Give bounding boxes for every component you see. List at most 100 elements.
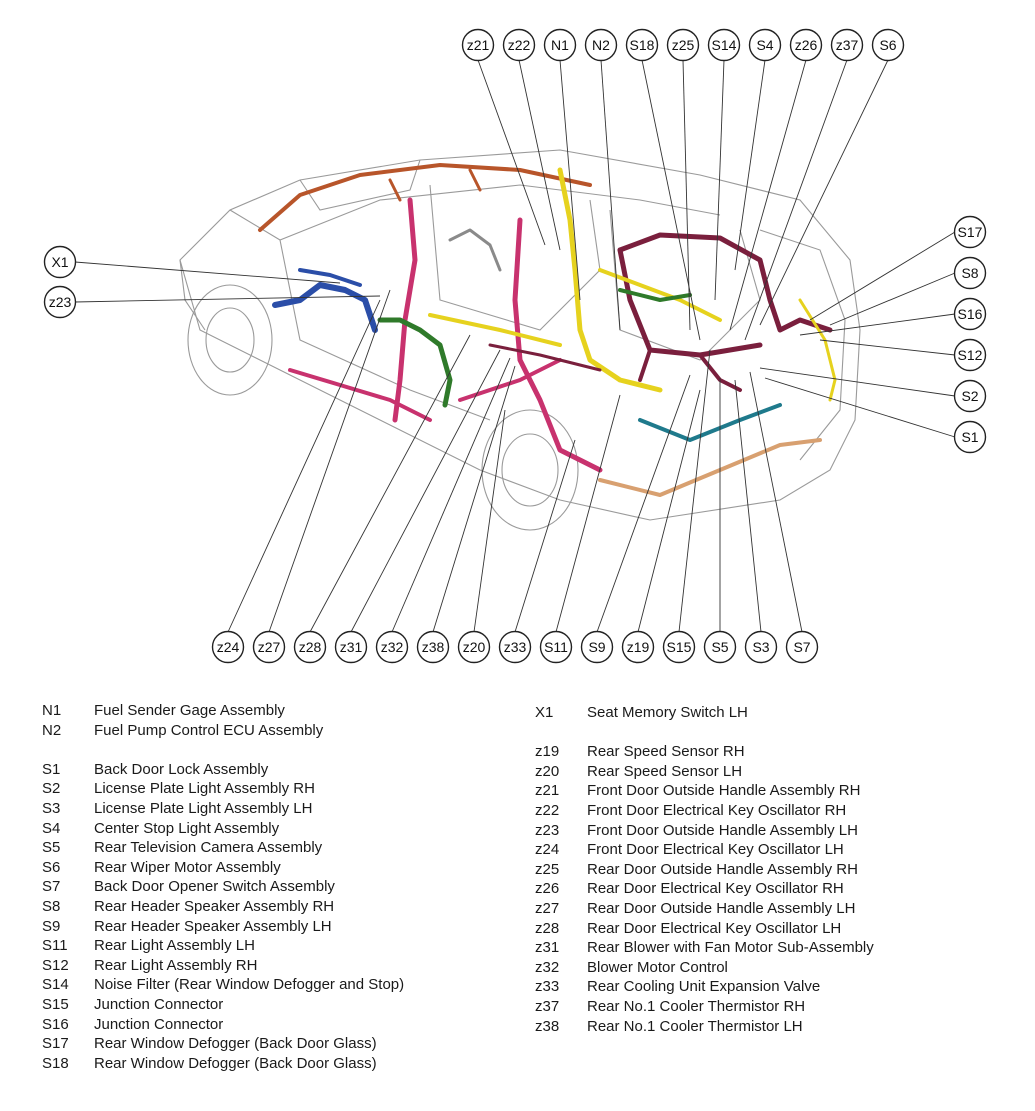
callout-circle [748,28,782,62]
callout-text: z26 [795,37,818,53]
callout-circle [621,630,655,664]
legend-description: Rear Window Defogger (Back Door Glass) [94,1054,377,1072]
legend-row: z32 Blower Motor Control [535,958,874,978]
callout-z20: z20 [457,630,491,664]
callout-text: z21 [467,37,490,53]
callout-text: z22 [508,37,531,53]
legend-description: Junction Connector [94,995,224,1013]
legend-code: z19 [535,743,560,761]
callout-s9: S9 [580,630,614,664]
legend-code: z25 [535,860,560,878]
legend-description: Noise Filter (Rear Window Defogger and S… [94,976,405,994]
legend-description: Rear Television Camera Assembly [94,839,323,857]
callout-text: S11 [544,639,568,655]
callout-z37: z37 [830,28,864,62]
legend-code: S6 [42,858,61,876]
callout-text: S3 [752,639,769,655]
legend-description: Rear Window Defogger (Back Door Glass) [94,1035,377,1053]
callout-circle [211,630,245,664]
callout-text: z33 [504,639,527,655]
legend-code: z28 [535,919,560,937]
legend-code: z26 [535,880,560,898]
legend-description: Front Door Outside Handle Assembly LH [587,821,858,839]
legend-description: Back Door Opener Switch Assembly [94,878,335,896]
callout-circle [334,630,368,664]
callout-circle [953,215,987,249]
legend-description: Seat Memory Switch LH [587,704,748,721]
legend-row: z25 Rear Door Outside Handle Assembly RH [535,860,874,880]
legend-description: Rear Door Electrical Key Oscillator LH [587,919,842,937]
legend-code: z31 [535,939,560,957]
legend-row: z28 Rear Door Electrical Key Oscillator L… [535,919,874,939]
callout-circle [953,420,987,454]
legend-code: z24 [535,841,560,859]
legend-description: Fuel Sender Gage Assembly [94,702,285,719]
callout-s4: S4 [748,28,782,62]
callout-circle [953,256,987,290]
callout-z24: z24 [211,630,245,664]
callout-circle [43,285,77,319]
callout-z33: z33 [498,630,532,664]
legend-code: S18 [42,1054,69,1072]
callout-s1: S1 [953,420,987,454]
legend-description: Junction Connector [94,1015,224,1033]
callout-s3: S3 [744,630,778,664]
callout-text: S8 [961,265,978,281]
legend-description: Rear Blower with Fan Motor Sub-Assembly [587,939,874,957]
callout-circle [953,338,987,372]
callout-n1: N1 [543,28,577,62]
callout-z23: z23 [43,285,77,319]
callout-s5: S5 [703,630,737,664]
legend-description: Rear No.1 Cooler Thermistor LH [587,1017,803,1035]
harness-group [258,163,837,497]
legend-description: Rear Door Outside Handle Assembly RH [587,860,858,878]
callout-circle [252,630,286,664]
legend-description: Front Door Outside Handle Assembly RH [587,782,861,800]
callout-z31: z31 [334,630,368,664]
callout-text: z37 [836,37,859,53]
legend-code: z32 [535,958,560,976]
callout-text: S14 [712,37,737,53]
legend-code: z38 [535,1017,560,1035]
legend-description: Rear Speed Sensor RH [587,743,745,761]
legend-row: z38 Rear No.1 Cooler Thermistor LH [535,1017,874,1037]
callout-circle [498,630,532,664]
callout-circle [953,379,987,413]
legend-description: Center Stop Light Assembly [94,819,280,837]
legend-code: X1 [535,704,554,721]
callout-z19: z19 [621,630,655,664]
callout-n2: N2 [584,28,618,62]
callout-z38: z38 [416,630,450,664]
legend-code: S9 [42,917,61,935]
callout-text: z38 [422,639,445,655]
callout-circle [703,630,737,664]
callout-circle [375,630,409,664]
legend-description: License Plate Light Assembly RH [94,780,315,798]
callout-text: S12 [958,347,983,363]
legend-description: Front Door Electrical Key Oscillator RH [587,801,847,819]
callout-circle [584,28,618,62]
legend-code: z37 [535,997,560,1015]
callout-circle [871,28,905,62]
legend-description: Blower Motor Control [587,958,728,976]
legend-description: Back Door Lock Assembly [94,760,269,778]
legend-code: S5 [42,839,61,857]
callout-s7: S7 [785,630,819,664]
legend-code: N1 [42,702,62,719]
legend-description: License Plate Light Assembly LH [94,799,313,817]
legend-code: S8 [42,897,61,915]
